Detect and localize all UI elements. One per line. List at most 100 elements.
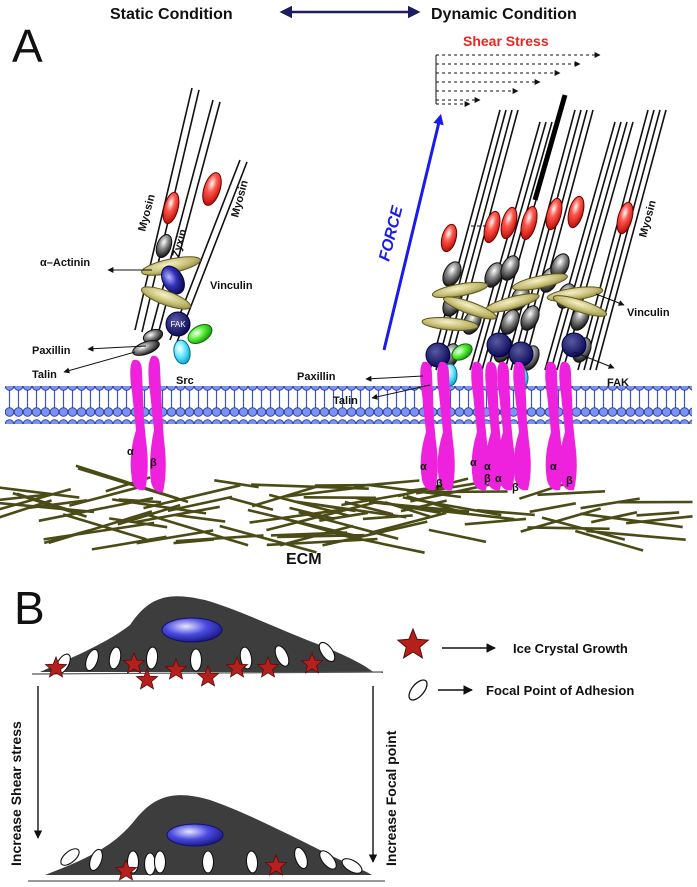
actin-filament bbox=[522, 109, 594, 371]
ecm-fiber bbox=[0, 499, 52, 519]
talin-label: Talin bbox=[32, 369, 57, 381]
focal-point bbox=[108, 646, 122, 670]
integrin-beta-label: β bbox=[150, 457, 157, 469]
src-protein bbox=[187, 324, 213, 344]
ice-crystal-star bbox=[114, 858, 138, 881]
fak-label-inner: FAK bbox=[170, 320, 186, 329]
ecm-fiber bbox=[341, 492, 409, 507]
src-protein bbox=[451, 343, 473, 361]
integrin bbox=[437, 361, 455, 491]
integrin-subunit-label: α bbox=[420, 461, 427, 473]
zyxin-protein bbox=[442, 261, 462, 287]
fak-protein bbox=[425, 342, 451, 368]
actin-filament bbox=[544, 121, 616, 371]
myosin-protein bbox=[545, 197, 563, 231]
fak-protein bbox=[165, 311, 191, 337]
nucleus bbox=[161, 617, 223, 643]
ecm-fiber bbox=[136, 529, 214, 545]
ecm-fiber bbox=[303, 496, 376, 500]
actinin-label: α–Actinin bbox=[40, 257, 90, 269]
force-arrow bbox=[382, 113, 444, 351]
increase-shear-stress-label: Increase Shear stress bbox=[8, 721, 24, 866]
ecm-fiber bbox=[476, 508, 535, 517]
panel-a-letter: A bbox=[12, 20, 43, 72]
ecm-fiber bbox=[175, 534, 264, 543]
actin-filament bbox=[556, 121, 628, 371]
ecm-fiber bbox=[406, 494, 469, 516]
ecm-fiber bbox=[174, 513, 226, 523]
ecm-fiber bbox=[48, 510, 153, 545]
ecm-fiber bbox=[135, 505, 220, 524]
focal-point bbox=[153, 850, 167, 874]
ecm-fiber bbox=[266, 501, 376, 532]
paxillin-label: Paxillin bbox=[32, 345, 71, 357]
ice-crystal-star bbox=[122, 651, 146, 674]
shear-stress-label: Shear Stress bbox=[463, 33, 549, 49]
ecm-label: ECM bbox=[286, 551, 322, 568]
nucleus bbox=[166, 823, 224, 847]
ecm-fiber bbox=[247, 508, 362, 539]
ice-crystal-star bbox=[196, 664, 220, 687]
static-focal-adhesion: FAK α β Myosin Myosin Zyxin α–Actinin Vi… bbox=[32, 87, 253, 493]
actin-filament bbox=[577, 109, 649, 371]
focal-point bbox=[143, 852, 157, 876]
ecm-fiber bbox=[428, 528, 487, 544]
actin-filament bbox=[504, 109, 576, 371]
myosin-label: Myosin bbox=[136, 193, 157, 233]
fak-protein bbox=[486, 332, 512, 358]
ecm-fiber bbox=[0, 486, 80, 499]
myosin-protein bbox=[500, 206, 518, 240]
actin-filament bbox=[469, 121, 541, 371]
ecm-fiber bbox=[314, 483, 378, 487]
ice-crystal-star bbox=[264, 853, 288, 876]
myosin-protein bbox=[616, 201, 634, 235]
integrin-subunit-label: α bbox=[484, 461, 491, 473]
ecm-fiber bbox=[520, 507, 602, 533]
ecm-fiber bbox=[625, 515, 693, 525]
focal-point bbox=[85, 648, 99, 672]
integrin bbox=[513, 361, 531, 491]
focal-point bbox=[145, 646, 159, 670]
fak-protein bbox=[508, 341, 534, 367]
ecm-fiber bbox=[410, 480, 503, 503]
ecm-fiber bbox=[91, 535, 167, 551]
ice-crystal-star bbox=[164, 657, 188, 680]
focal-point bbox=[245, 850, 259, 874]
src-label: Src bbox=[176, 375, 194, 387]
focal-point bbox=[189, 648, 203, 672]
integrin-alpha-label: α bbox=[127, 446, 134, 458]
legend-ice-crystal-label: Ice Crystal Growth bbox=[513, 641, 628, 656]
ecm-fiber bbox=[362, 514, 413, 521]
actin-bundle bbox=[532, 94, 568, 201]
ecm-fiber bbox=[69, 484, 144, 507]
ecm-fiber bbox=[143, 484, 241, 510]
ecm-fiber bbox=[537, 490, 606, 497]
ecm-fiber bbox=[75, 464, 179, 500]
ecm-fiber bbox=[167, 495, 233, 513]
ecm-fiber bbox=[541, 516, 626, 541]
focal-point bbox=[318, 641, 336, 663]
integrin-subunit-label: α bbox=[470, 457, 477, 469]
talin-label: Talin bbox=[333, 395, 358, 407]
cell-membrane bbox=[5, 386, 692, 424]
cell-before bbox=[31, 596, 384, 690]
focal-point bbox=[319, 850, 337, 870]
integrin bbox=[420, 361, 438, 491]
integrin-alpha bbox=[130, 359, 148, 491]
focal-point bbox=[239, 646, 253, 670]
force-label: FORCE bbox=[376, 203, 406, 263]
vinculin-protein bbox=[140, 286, 192, 310]
integrin bbox=[559, 361, 577, 491]
vinculin-protein bbox=[431, 281, 489, 299]
static-condition-label: Static Condition bbox=[110, 6, 233, 23]
src-cyan-protein bbox=[173, 339, 191, 365]
focal-point bbox=[60, 848, 80, 866]
integrin-subunit-label: β bbox=[436, 478, 443, 490]
vinculin-protein bbox=[421, 317, 479, 331]
actin-filament bbox=[550, 121, 622, 371]
ecm-fiber bbox=[227, 496, 274, 512]
ecm-fiber bbox=[369, 511, 447, 535]
ecm-fiber bbox=[279, 524, 354, 547]
focal-point bbox=[89, 848, 103, 872]
